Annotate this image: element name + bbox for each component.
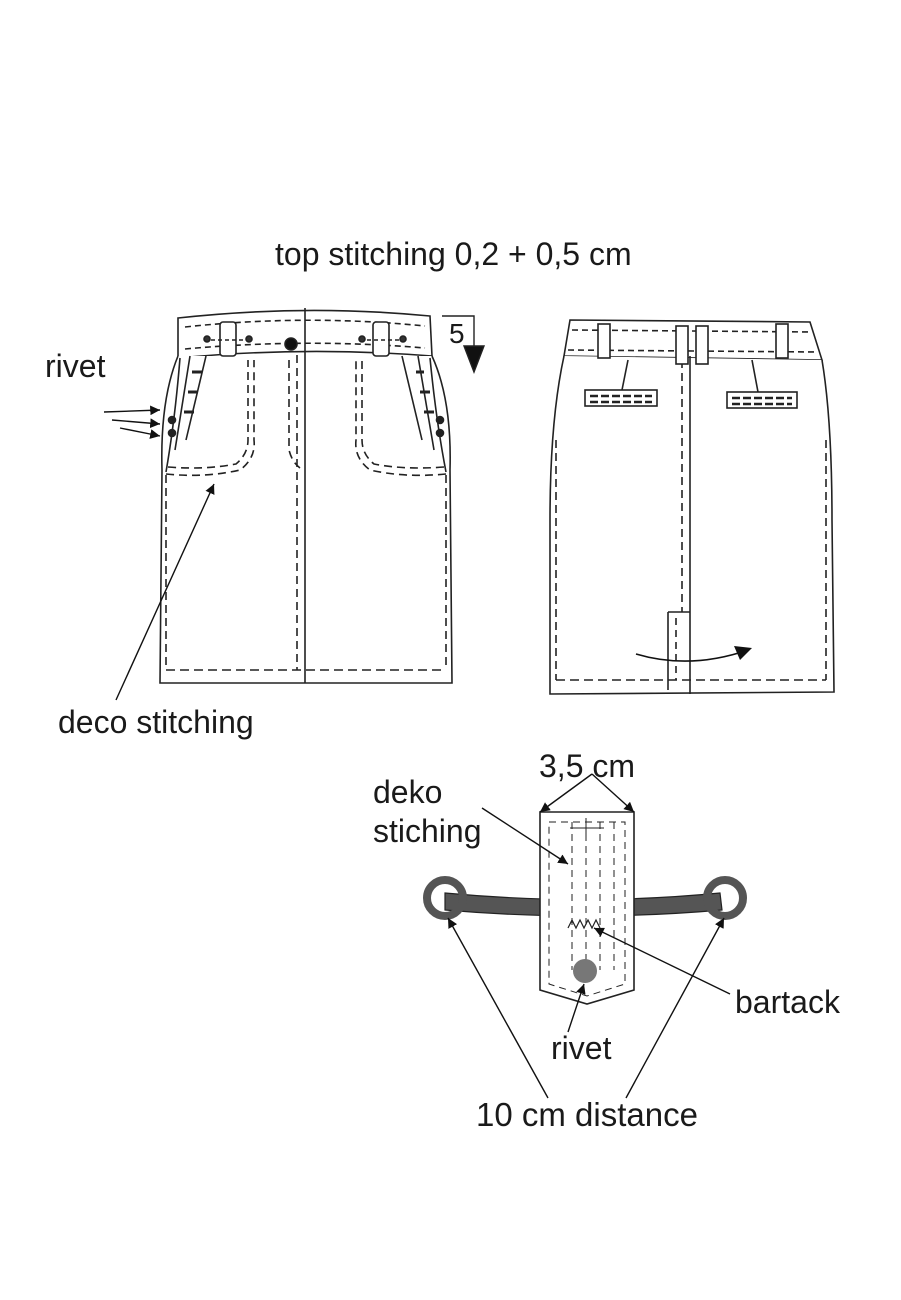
tab-width-arrows [539, 773, 635, 813]
right-ring [703, 876, 747, 920]
left-ring [423, 876, 467, 920]
distance-label: 10 cm distance [476, 1096, 698, 1133]
tab-width-label: 3,5 cm [539, 748, 636, 784]
back-arrowhead [734, 646, 752, 660]
bartack-label: bartack [735, 984, 840, 1020]
rivet-tab-arrow [567, 983, 586, 1033]
front-body [159, 355, 453, 684]
deko-stiching-arrow [481, 807, 569, 865]
rivet-label: rivet [45, 348, 106, 384]
back-body [549, 355, 835, 695]
tab-rivet [573, 959, 597, 983]
front-skirt [159, 308, 453, 684]
belt-width-label: 5 [449, 318, 465, 349]
distance-arrows [447, 917, 725, 1099]
deco-stitching-label: deco stitching [58, 704, 254, 740]
rivet-tab-label: rivet [551, 1030, 612, 1066]
rivet-arrows [103, 405, 161, 439]
belt-width-marker [442, 315, 486, 374]
title: top stitching 0,2 + 0,5 cm [275, 236, 632, 272]
back-skirt [549, 319, 835, 695]
bartack-arrow [593, 927, 731, 995]
deko-label-line1: deko [373, 774, 443, 810]
deco-stitching-arrow [115, 483, 215, 701]
deko-label-line2: stiching [373, 813, 482, 849]
